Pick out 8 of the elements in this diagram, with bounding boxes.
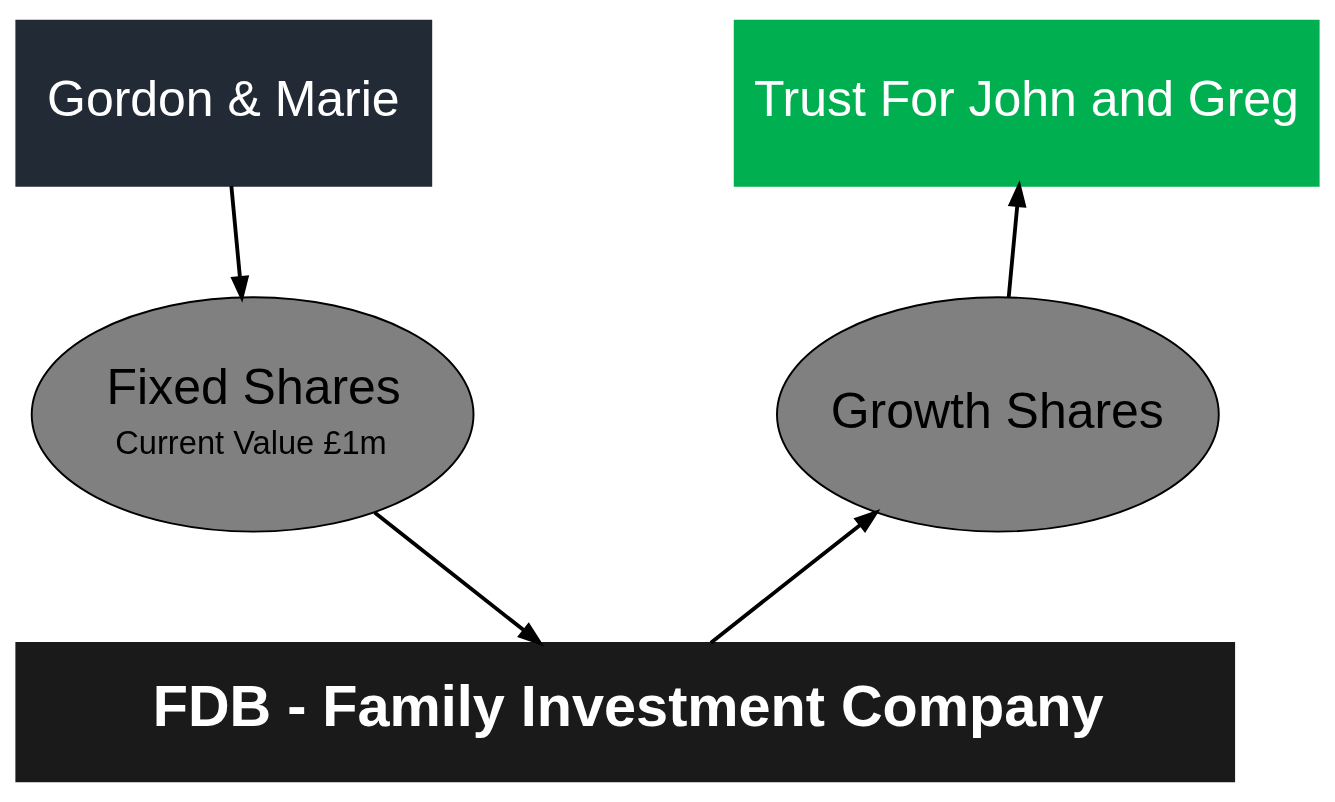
arrow xyxy=(709,509,881,645)
node-box: Trust For John and Greg xyxy=(733,19,1320,187)
node-ellipse: Fixed Shares Current Value £1m xyxy=(30,296,475,533)
arrow xyxy=(373,511,545,647)
node-box: FDB - Family Investment Company xyxy=(15,642,1236,783)
arrow xyxy=(229,185,250,303)
node-box: Gordon & Marie xyxy=(15,19,433,187)
arrow xyxy=(1006,180,1027,298)
